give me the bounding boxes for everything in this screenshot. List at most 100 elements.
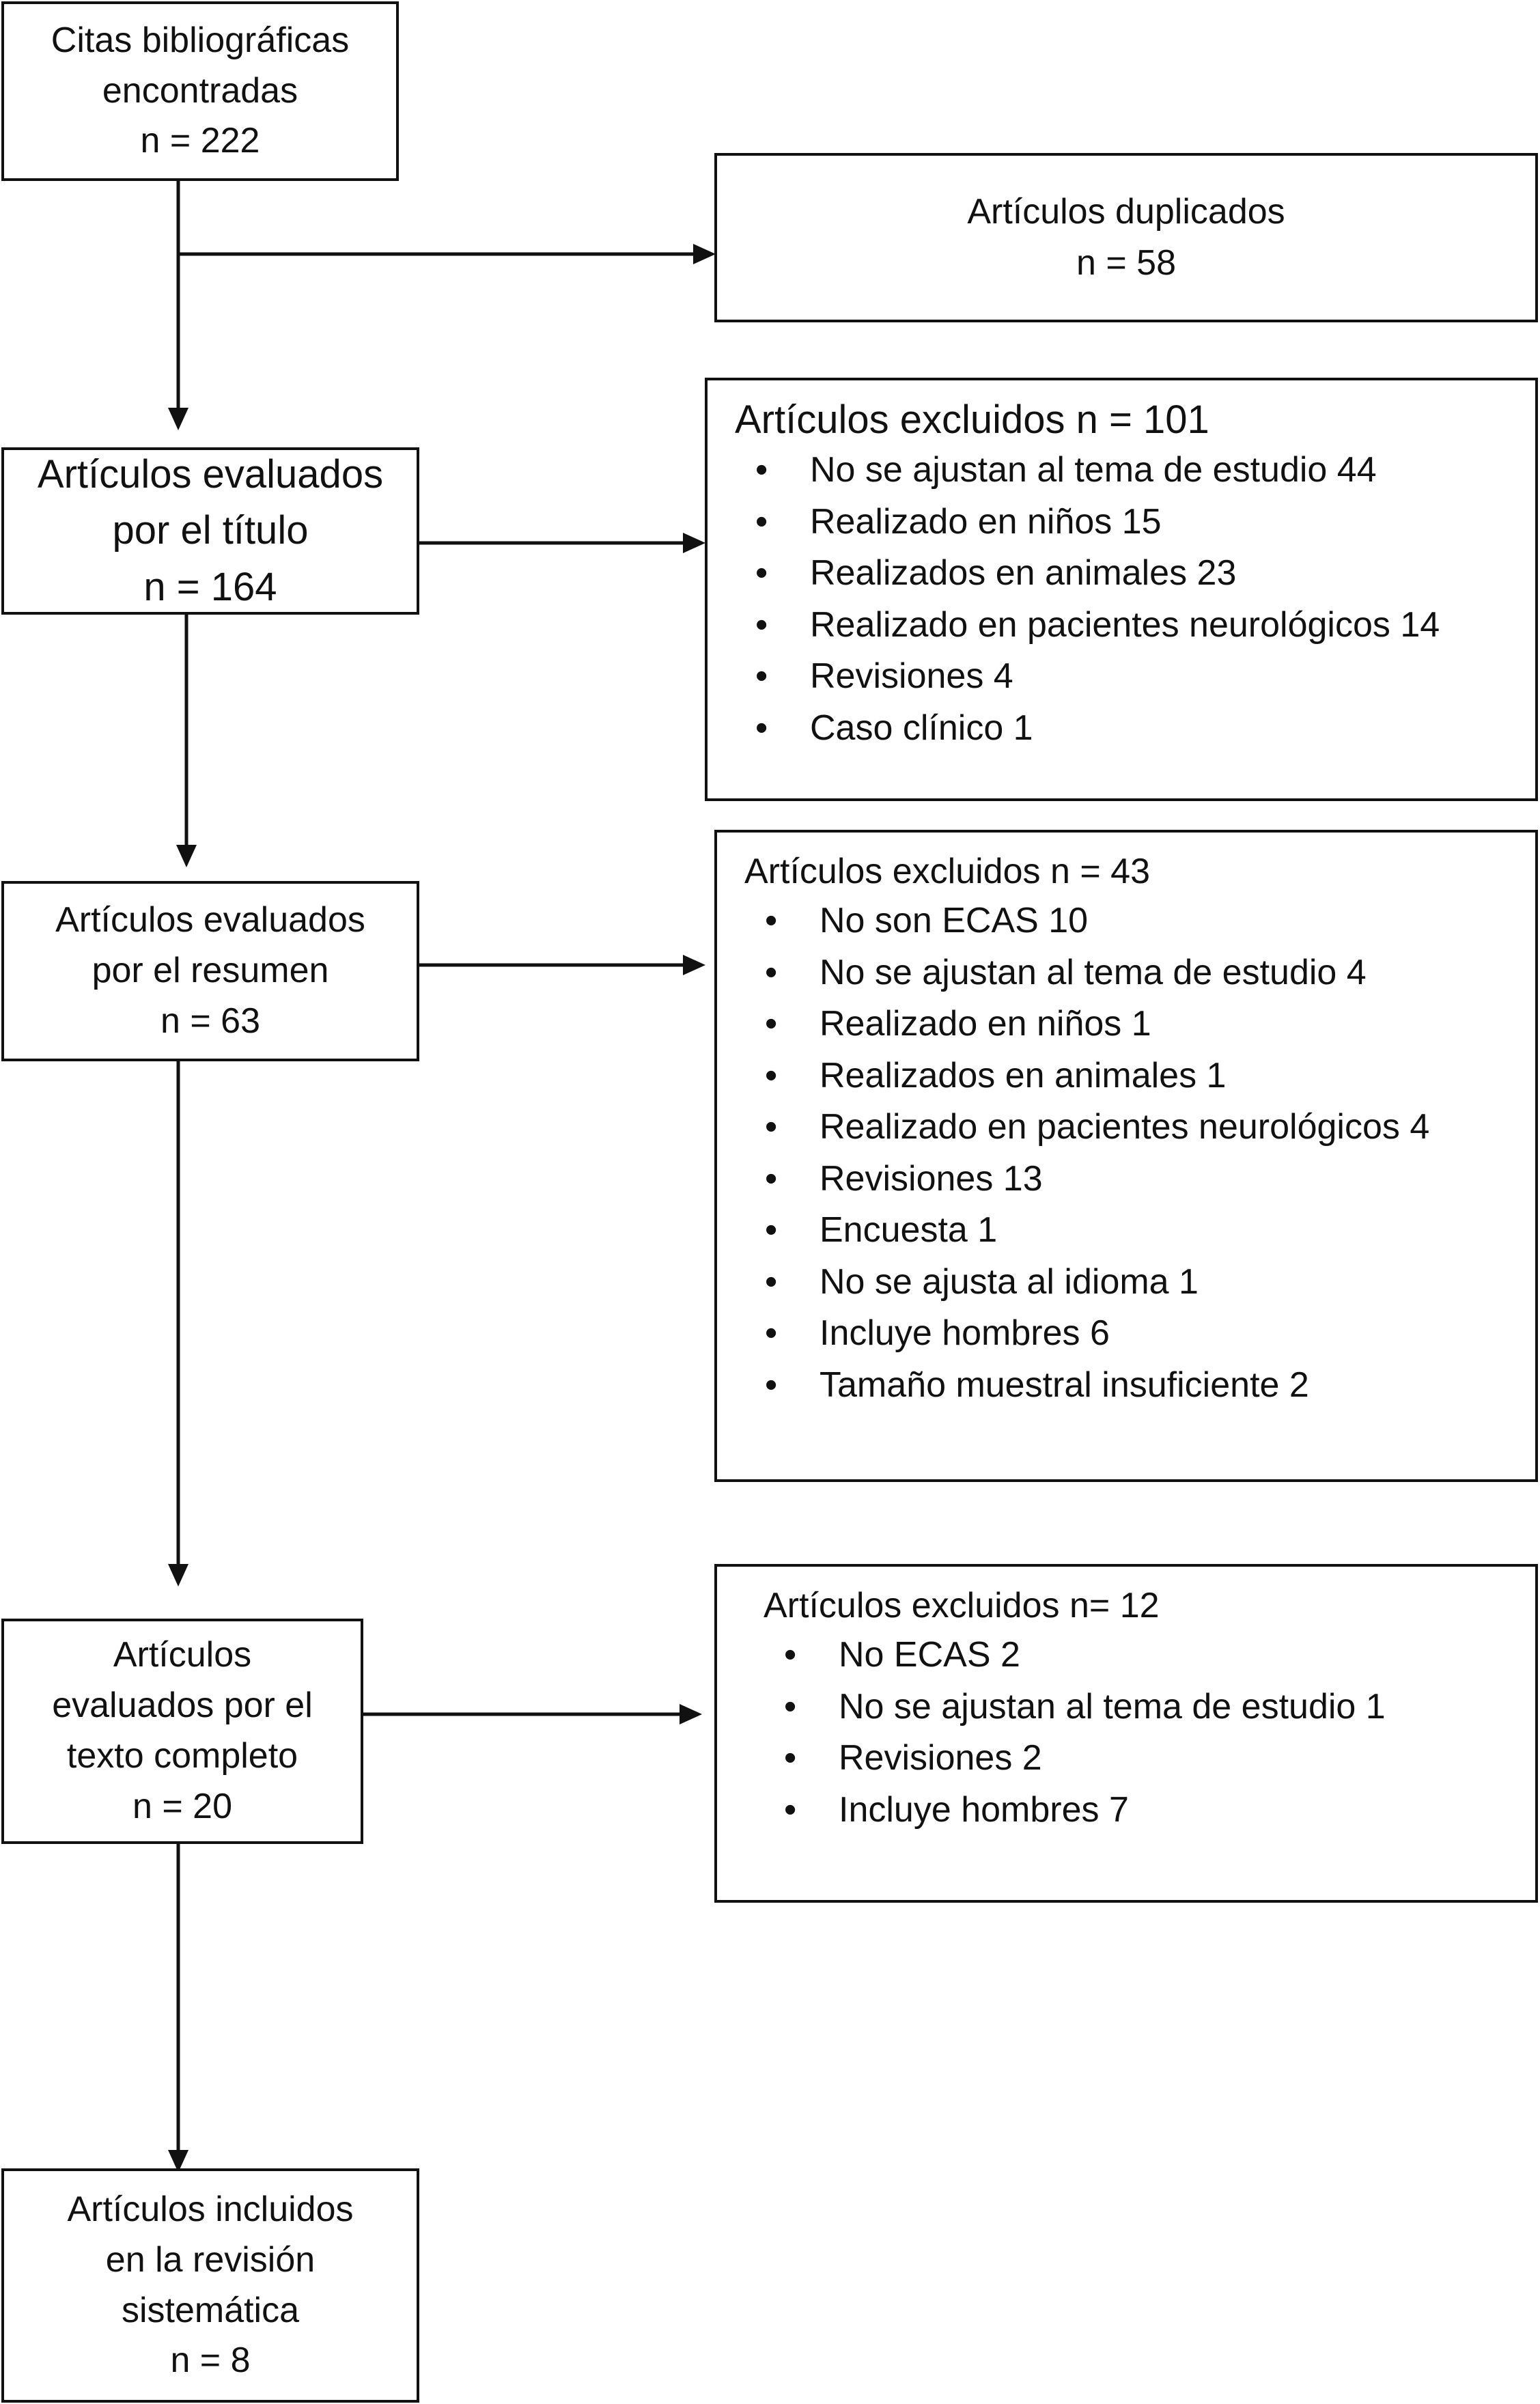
list-item: • No se ajustan al tema de estudio 44 [735,445,1535,497]
exclusion-reason: Revisiones 4 [810,656,1013,696]
bullet-icon: • [784,1738,797,1778]
list-item: • Revisiones 2 [764,1733,1535,1785]
exclusion-reason: Revisiones 2 [839,1738,1042,1778]
exclusion-reason: Incluye hombres 6 [820,1313,1110,1353]
abstract-stage-exclusions-box: Artículos excluidos n = 43 • No son ECAS … [714,830,1538,1482]
by-title-line-1: Artículos evaluados [37,451,384,497]
full-text-stage-exclusions-heading: Artículos excluidos n= 12 [764,1586,1160,1625]
exclusion-reason: Incluye hombres 7 [839,1789,1129,1830]
exclusion-reason: No son ECAS 10 [820,901,1089,940]
by-abstract-line-2: por el resumen [92,951,329,991]
exclusion-reason: No se ajustan al tema de estudio 4 [820,952,1367,992]
exclusion-reason: No ECAS 2 [839,1635,1020,1675]
bullet-icon: • [755,708,768,748]
arrowhead-abstract-to-excluded [683,955,705,975]
list-item: • Realizado en pacientes neurológicos 14 [735,600,1535,652]
arrowhead-title-to-excluded [683,533,705,553]
bullet-icon: • [755,656,768,696]
evaluated-by-title-box: Artículos evaluados por el título n = 16… [1,447,419,615]
bullet-icon: • [765,1055,778,1095]
bullet-icon: • [765,1313,778,1353]
exclusion-reason: No se ajusta al idioma 1 [820,1261,1199,1302]
by-title-line-2: por el título [112,508,309,553]
title-stage-exclusions-box: Artículos excluidos n = 101 • No se ajust… [705,378,1538,801]
bullet-icon: • [784,1686,797,1727]
list-item: • No se ajusta al idioma 1 [744,1257,1535,1309]
list-item: • Tamaño muestral insuficiente 2 [744,1360,1535,1412]
bullet-icon: • [765,901,778,940]
bullet-icon: • [784,1635,797,1675]
by-abstract-count: n = 63 [160,1001,261,1041]
citations-count: n = 222 [140,121,260,161]
list-item: • Incluye hombres 6 [744,1308,1535,1360]
by-full-text-line-1: Artículos [113,1635,252,1675]
by-full-text-count: n = 20 [132,1786,233,1826]
exclusion-reason: Realizados en animales 1 [820,1055,1227,1095]
bullet-icon: • [765,1261,778,1302]
list-item: • No se ajustan al tema de estudio 1 [764,1681,1535,1733]
by-full-text-line-3: texto completo [66,1736,298,1776]
bullet-icon: • [755,553,768,593]
bullet-icon: • [765,1107,778,1147]
exclusion-reason: Realizado en niños 15 [810,501,1162,542]
bullet-icon: • [784,1789,797,1830]
by-full-text-line-2: evaluados por el [52,1686,313,1726]
bullet-icon: • [755,450,768,490]
included-count: n = 8 [170,2340,251,2381]
list-item: • No ECAS 2 [764,1630,1535,1681]
exclusion-reason: Encuesta 1 [820,1210,998,1250]
arrowhead-title-to-abstract [176,845,197,867]
abstract-stage-exclusions-list: • No son ECAS 10 • No se ajustan al tema d… [744,895,1535,1411]
list-item: • Caso clínico 1 [735,703,1535,755]
evaluated-by-abstract-box: Artículos evaluados por el resumen n = 6… [1,881,419,1061]
full-text-stage-exclusions-list: • No ECAS 2 • No se ajustan al tema de est… [764,1630,1535,1836]
list-item: • Realizados en animales 23 [735,548,1535,600]
list-item: • Incluye hombres 7 [764,1785,1535,1836]
arrowhead-citations-to-duplicates [693,244,716,264]
duplicates-heading: Artículos duplicados [967,191,1285,232]
title-stage-exclusions-heading: Artículos excluidos n = 101 [735,397,1209,442]
list-item: • Encuesta 1 [744,1205,1535,1257]
arrowhead-abstract-to-fulltext [168,1564,188,1587]
list-item: • Revisiones 4 [735,651,1535,703]
list-item: • Realizado en pacientes neurológicos 4 [744,1102,1535,1154]
included-line-2: en la revisión [105,2239,316,2280]
citations-found-box: Citas bibliográficas encontradas n = 222 [1,1,399,181]
list-item: • No se ajustan al tema de estudio 4 [744,947,1535,999]
included-articles-box: Artículos incluidos en la revisión siste… [1,2168,419,2403]
included-line-1: Artículos incluidos [67,2189,354,2229]
bullet-icon: • [765,1004,778,1044]
full-text-stage-exclusions-box: Artículos excluidos n= 12 • No ECAS 2 • No… [714,1564,1538,1903]
bullet-icon: • [765,1158,778,1199]
duplicates-count: n = 58 [1076,243,1177,283]
list-item: • No son ECAS 10 [744,895,1535,947]
list-item: • Revisiones 13 [744,1154,1535,1205]
duplicates-box: Artículos duplicados n = 58 [714,153,1538,322]
exclusion-reason: Tamaño muestral insuficiente 2 [820,1365,1309,1405]
exclusion-reason: No se ajustan al tema de estudio 1 [839,1686,1386,1727]
exclusion-reason: Caso clínico 1 [810,708,1033,748]
exclusion-reason: Realizados en animales 23 [810,553,1237,593]
bullet-icon: • [765,1365,778,1405]
included-line-3: sistemática [121,2290,300,2330]
by-abstract-line-1: Artículos evaluados [55,900,365,940]
exclusion-reason: Revisiones 13 [820,1158,1043,1199]
citations-line-2: encontradas [102,70,298,111]
exclusion-reason: Realizado en pacientes neurológicos 14 [810,604,1440,645]
bullet-icon: • [765,952,778,992]
evaluated-by-full-text-box: Artículos evaluados por el texto complet… [1,1619,363,1844]
abstract-stage-exclusions-heading: Artículos excluidos n = 43 [744,852,1150,891]
title-stage-exclusions-list: • No se ajustan al tema de estudio 44 • Re… [735,445,1535,754]
list-item: • Realizados en animales 1 [744,1050,1535,1102]
bullet-icon: • [755,501,768,542]
arrowhead-citations-to-title [168,408,188,430]
exclusion-reason: No se ajustan al tema de estudio 44 [810,450,1377,490]
arrowhead-fulltext-to-excluded [680,1704,702,1724]
bullet-icon: • [755,604,768,645]
exclusion-reason: Realizado en pacientes neurológicos 4 [820,1107,1430,1147]
bullet-icon: • [765,1210,778,1250]
list-item: • Realizado en niños 15 [735,497,1535,548]
exclusion-reason: Realizado en niños 1 [820,1004,1151,1044]
citations-line-1: Citas bibliográficas [51,20,350,60]
list-item: • Realizado en niños 1 [744,998,1535,1050]
